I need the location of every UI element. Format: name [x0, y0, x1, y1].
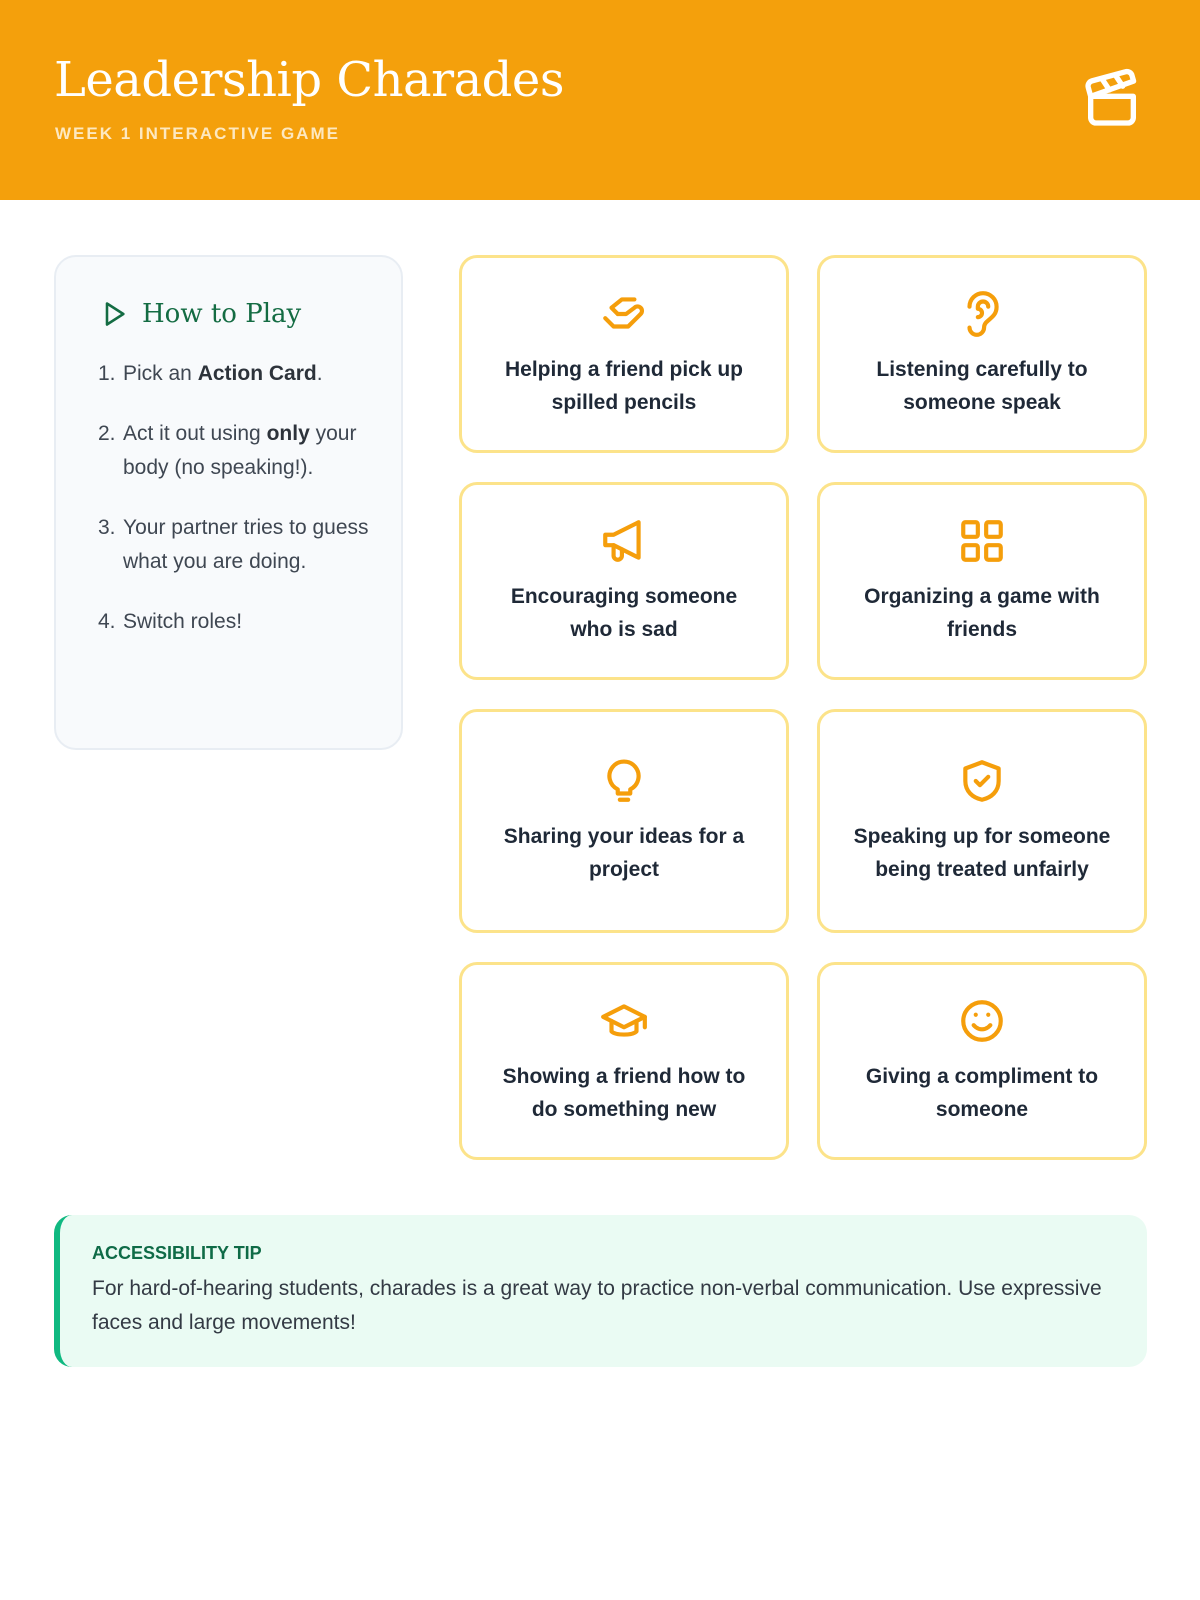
- ear-icon: [967, 291, 999, 337]
- play-icon: [105, 302, 125, 326]
- step-text: Pick an: [123, 362, 198, 385]
- megaphone-icon: [603, 520, 641, 562]
- accessibility-tip: ACCESSIBILITY TIP For hard-of-hearing st…: [54, 1215, 1147, 1367]
- card-label: Speaking up for someone being treated un…: [853, 825, 1111, 881]
- page-title: Leadership Charades: [54, 52, 564, 108]
- step-text: your body (no speaking!).: [123, 422, 357, 479]
- how-to-play-title: How to Play: [142, 299, 302, 329]
- step-item: 1. Pick an Action Card.: [98, 357, 388, 391]
- step-text: Your partner tries to guess what you are…: [123, 516, 369, 573]
- graduation-cap-icon: [601, 1004, 647, 1037]
- action-card[interactable]: Sharing your ideas for a project: [459, 709, 789, 933]
- card-label: Helping a friend pick up spilled pencils: [504, 358, 744, 414]
- grid-icon: [961, 520, 1003, 562]
- card-label: Showing a friend how to do something new: [502, 1065, 746, 1121]
- step-item: 2. Act it out using only your body (no sp…: [98, 417, 388, 485]
- step-text: .: [316, 362, 323, 385]
- card-label: Sharing your ideas for a project: [503, 825, 745, 881]
- action-card[interactable]: Helping a friend pick up spilled pencils: [459, 255, 789, 453]
- steps-list: 1. Pick an Action Card. 2. Act it out usin…: [98, 357, 388, 665]
- step-number: 4.: [98, 610, 116, 633]
- shield-check-icon: [963, 760, 1001, 802]
- lightbulb-icon: [607, 759, 641, 802]
- step-number: 2.: [98, 422, 116, 445]
- step-number: 1.: [98, 362, 116, 385]
- tip-text: For hard-of-hearing students, charades i…: [92, 1277, 1102, 1334]
- clapperboard-icon: [1085, 68, 1137, 126]
- action-card[interactable]: Speaking up for someone being treated un…: [817, 709, 1147, 933]
- header: Leadership Charades WEEK 1 INTERACTIVE G…: [0, 0, 1200, 200]
- step-text: Act it out using: [123, 422, 267, 445]
- card-label: Listening carefully to someone speak: [876, 358, 1088, 414]
- page-subtitle: WEEK 1 INTERACTIVE GAME: [55, 124, 340, 143]
- step-bold: Action Card: [197, 362, 317, 385]
- action-card[interactable]: Organizing a game with friends: [817, 482, 1147, 680]
- action-card[interactable]: Giving a compliment to someone: [817, 962, 1147, 1160]
- step-item: 4. Switch roles!: [98, 605, 388, 639]
- action-card[interactable]: Listening carefully to someone speak: [817, 255, 1147, 453]
- action-card[interactable]: Showing a friend how to do something new: [459, 962, 789, 1160]
- smile-icon: [961, 1000, 1003, 1042]
- step-item: 3. Your partner tries to guess what you a…: [98, 511, 388, 579]
- tip-heading: ACCESSIBILITY TIP: [92, 1243, 262, 1263]
- card-label: Encouraging someone who is sad: [510, 585, 738, 641]
- card-label: Giving a compliment to someone: [865, 1065, 1099, 1121]
- how-to-play-panel: How to Play 1. Pick an Action Card. 2. Act…: [54, 255, 403, 750]
- step-bold: only: [266, 422, 310, 445]
- step-text: Switch roles!: [123, 610, 243, 633]
- step-number: 3.: [98, 516, 116, 539]
- card-label: Organizing a game with friends: [864, 585, 1100, 641]
- helping-hand-icon: [603, 297, 645, 329]
- action-card[interactable]: Encouraging someone who is sad: [459, 482, 789, 680]
